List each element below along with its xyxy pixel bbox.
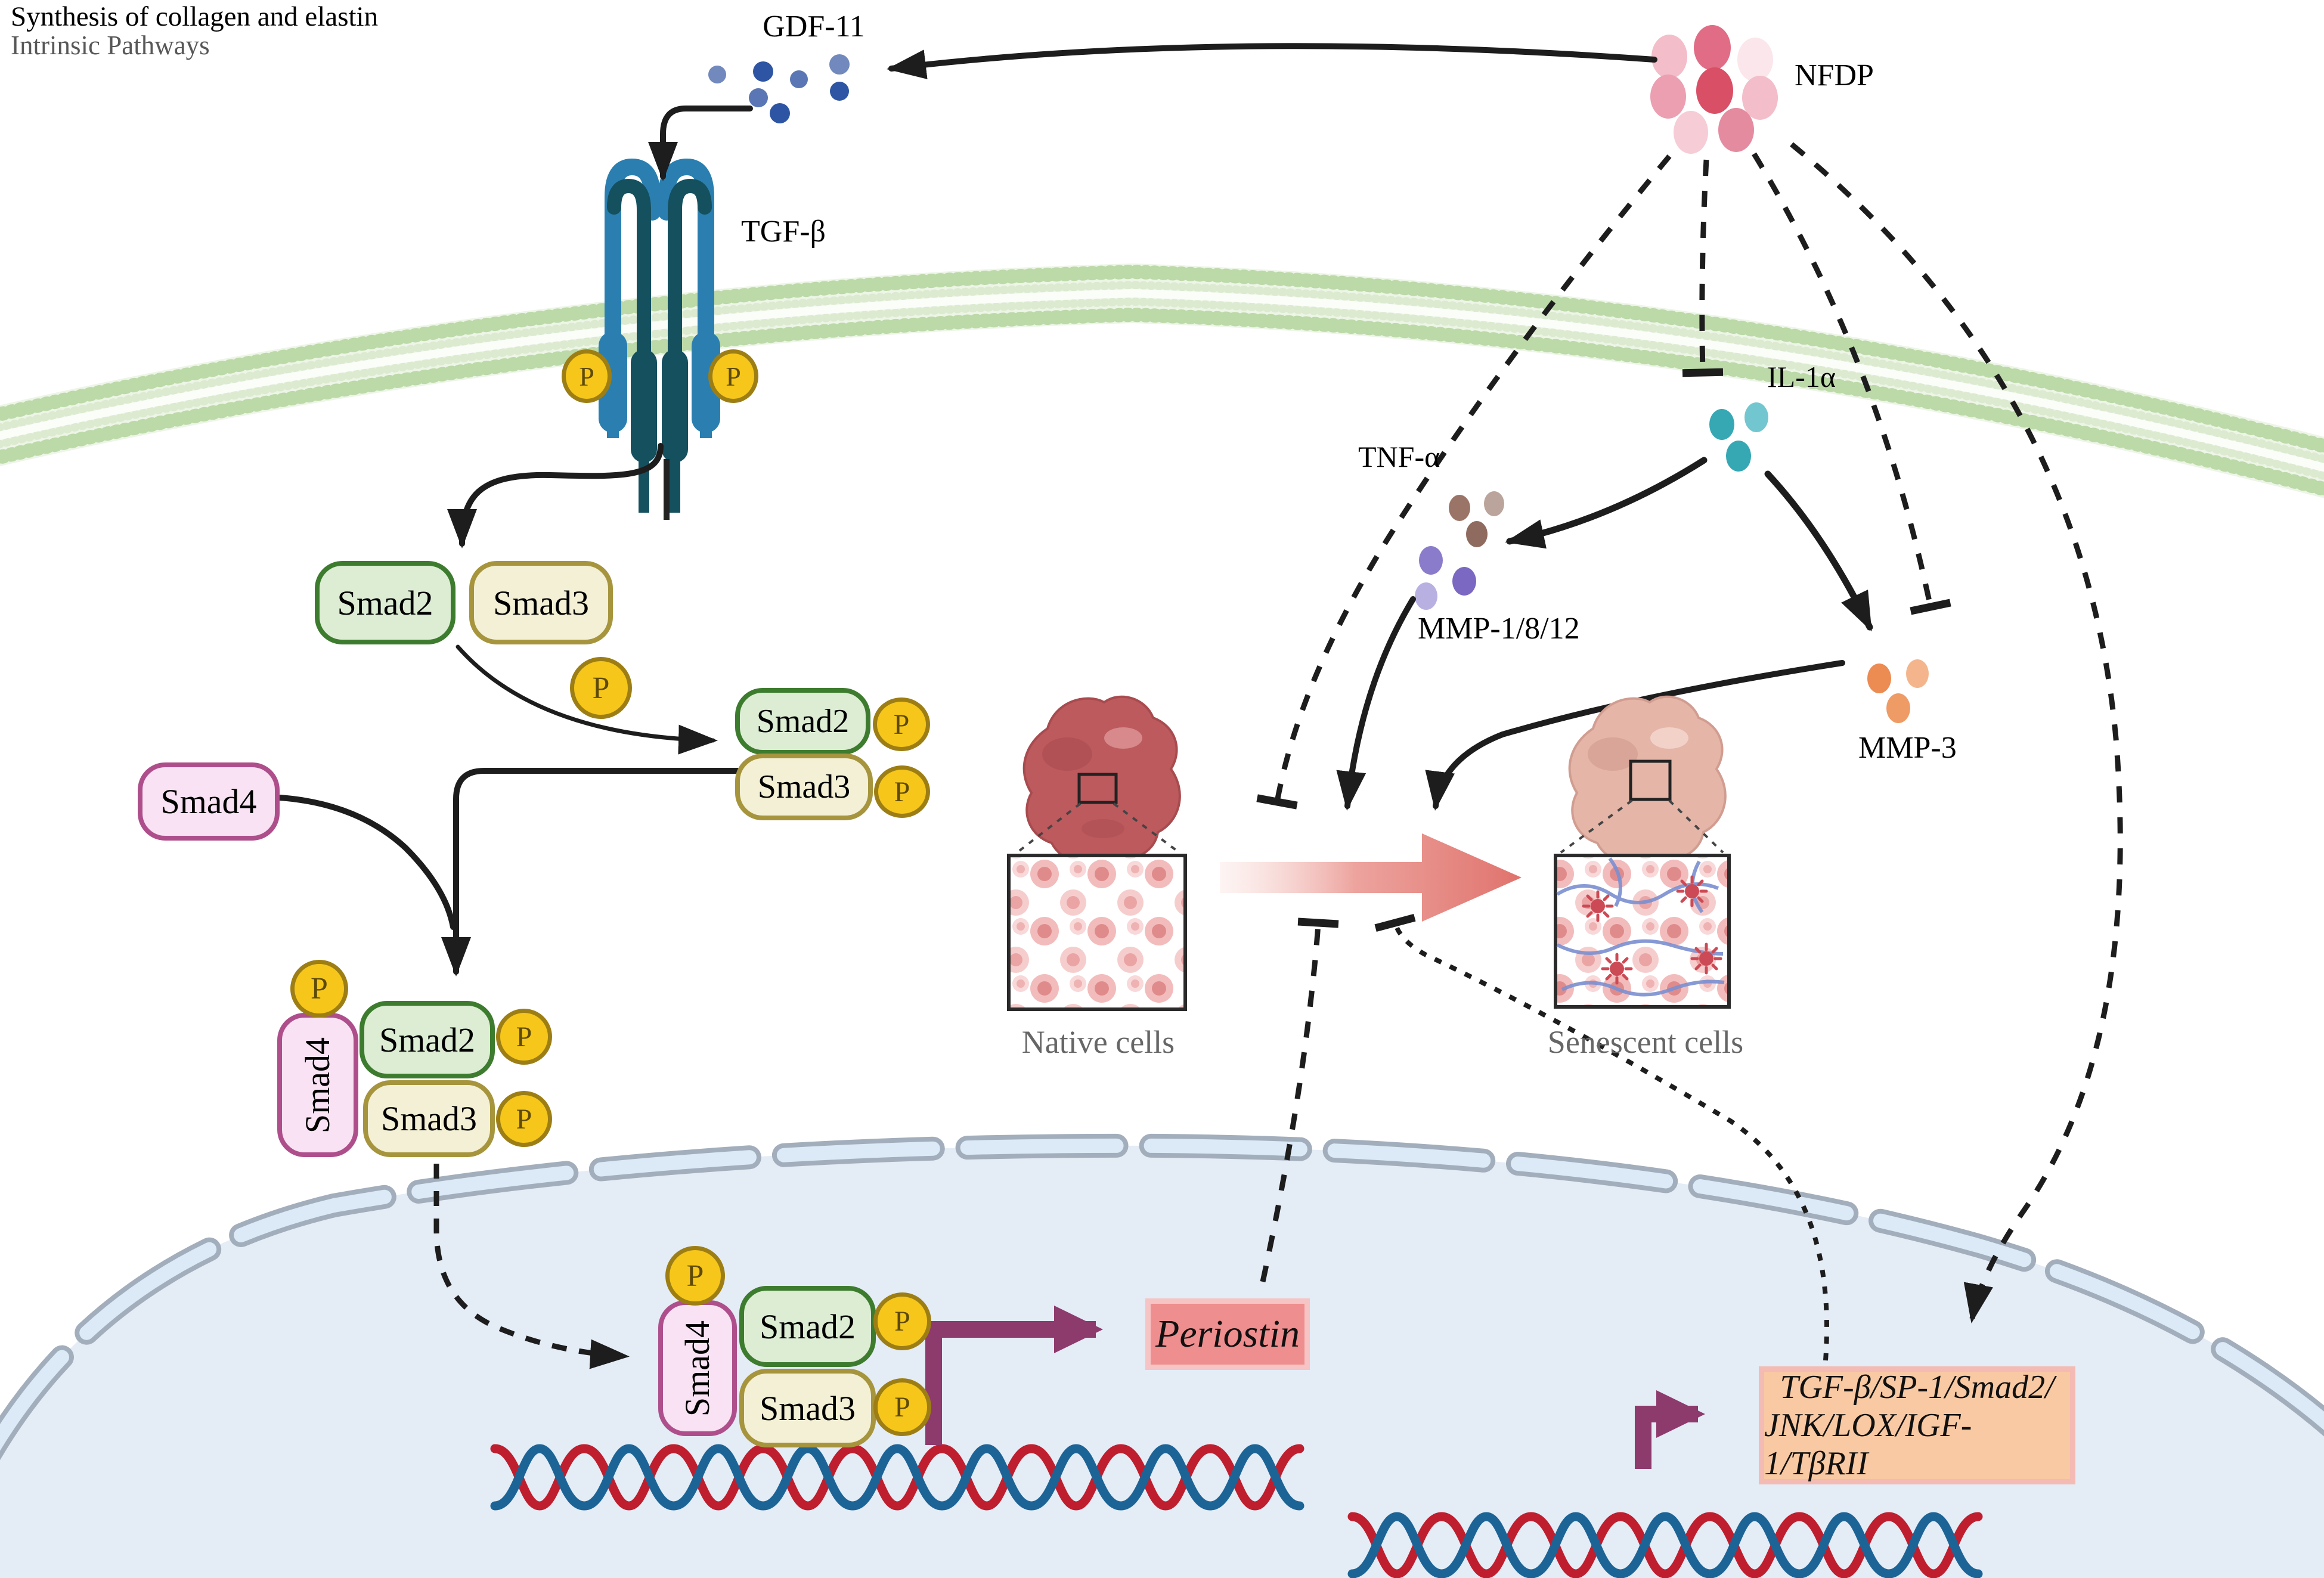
smad4-pill-free: Smad4 (138, 762, 280, 841)
arrow-gdf11-to-receptor (648, 106, 753, 181)
smad3-pill-trimer: Smad3 (363, 1080, 495, 1157)
label-mmp1812: MMP-1/8/12 (1418, 612, 1580, 646)
arrow-complex-to-trimer (441, 768, 742, 976)
smad2-pill-trimer: Smad2 (360, 1001, 495, 1078)
transcription-arrow-periostin (925, 1306, 1103, 1445)
smad4-pill-trimer: Smad4 (277, 1013, 358, 1157)
phosphate-badge-receptor-right: P (708, 349, 758, 403)
phosphate-badge-trimer-smad4: P (290, 960, 348, 1018)
activation-arrows (277, 43, 1873, 976)
label-tgfb: TGF-β (741, 215, 826, 249)
native-zoom-square (1077, 773, 1118, 804)
phosphate-badge-trimer-smad3: P (496, 1091, 552, 1147)
smad2-pill-complex: Smad2 (735, 688, 870, 755)
phosphate-badge-free: P (570, 657, 632, 719)
smad2-pill-nuclear: Smad2 (739, 1286, 876, 1367)
phosphate-badge-receptor-left: P (562, 349, 612, 403)
arrow-il1a-to-mmp1812 (1505, 457, 1708, 549)
smad3-pill-nuclear: Smad3 (739, 1369, 876, 1447)
regulation-lines (433, 142, 2123, 1369)
label-tnfa: TNF-α (1358, 440, 1440, 473)
label-il1a: IL-1α (1767, 360, 1836, 393)
smad2-pill-free: Smad2 (315, 561, 455, 644)
mmp3-molecules (1867, 659, 1929, 723)
gene-products-box: TGF-β/SP-1/Smad2/ JNK/LOX/IGF-1/TβRII (1759, 1366, 2075, 1484)
smad4-pill-nuclear: Smad4 (658, 1300, 737, 1436)
arrow-smads-phosphorylation (455, 644, 718, 755)
dashed-trimer-to-nucleus (433, 1164, 630, 1369)
phosphate-badge-nuclear-smad3: P (873, 1378, 931, 1436)
native-cell-blob (1016, 695, 1181, 864)
arrow-il1a-to-mmp3 (1764, 470, 1873, 632)
phosphate-badge-complex-smad3: P (874, 765, 930, 818)
label-mmp3: MMP-3 (1858, 731, 1957, 765)
senescent-cells-inset (1554, 854, 1731, 1009)
gene-products-line2: JNK/LOX/IGF-1/TβRII (1764, 1407, 1972, 1482)
periostin-box: Periostin (1145, 1298, 1310, 1370)
arrow-mmp1812-to-transition (1336, 596, 1416, 811)
inhibit-nfdp-mmp3 (1752, 152, 1951, 615)
title-line1: Synthesis of collagen and elastin (11, 1, 379, 32)
nfdp-molecules (1650, 25, 1778, 154)
native-cells-inset (1007, 854, 1187, 1011)
label-gdf11: GDF-11 (763, 10, 865, 44)
inhibit-nfdp-il1a (1682, 159, 1724, 377)
gene-products-line1: TGF-β/SP-1/Smad2/ (1780, 1369, 2055, 1406)
inhibit-periostin-transition (1260, 917, 1339, 1282)
phosphate-badge-nuclear-smad4: P (665, 1246, 725, 1306)
smad3-pill-free: Smad3 (469, 561, 613, 644)
label-native-cells: Native cells (1021, 1024, 1175, 1060)
arrow-mmp3-to-transition (1425, 660, 1845, 811)
mmp1812-molecules (1415, 546, 1476, 610)
arrow-receptor-to-smads (447, 443, 664, 548)
gdf11-molecules (708, 54, 850, 123)
transition-arrow (1220, 833, 1522, 922)
label-nfdp: NFDP (1795, 58, 1874, 92)
figure-title: Synthesis of collagen and elastin Intrin… (11, 2, 378, 60)
inhibit-genebox-transition (1374, 913, 1829, 1361)
title-line2: Intrinsic Pathways (11, 30, 210, 61)
senescent-zoom-square (1629, 759, 1672, 801)
smad3-pill-complex: Smad3 (735, 754, 873, 820)
inhibit-nfdp-transition (1256, 154, 1672, 810)
senescent-cell-blob (1560, 695, 1727, 864)
phosphate-badge-complex-smad2: P (873, 697, 930, 751)
phosphate-badge-nuclear-smad2: P (873, 1292, 931, 1350)
label-senescent-cells: Senescent cells (1547, 1024, 1744, 1060)
cell-membrane (0, 263, 2324, 498)
tgfb-receptor (599, 158, 720, 520)
line-smad4-join (277, 795, 456, 930)
arrow-nfdp-to-gdf11 (887, 43, 1657, 79)
tnfa-molecules (1449, 491, 1504, 547)
il1a-molecules (1709, 402, 1768, 472)
phosphate-badge-trimer-smad2: P (496, 1009, 552, 1065)
transcription-arrow-genebox (1635, 1390, 1705, 1469)
